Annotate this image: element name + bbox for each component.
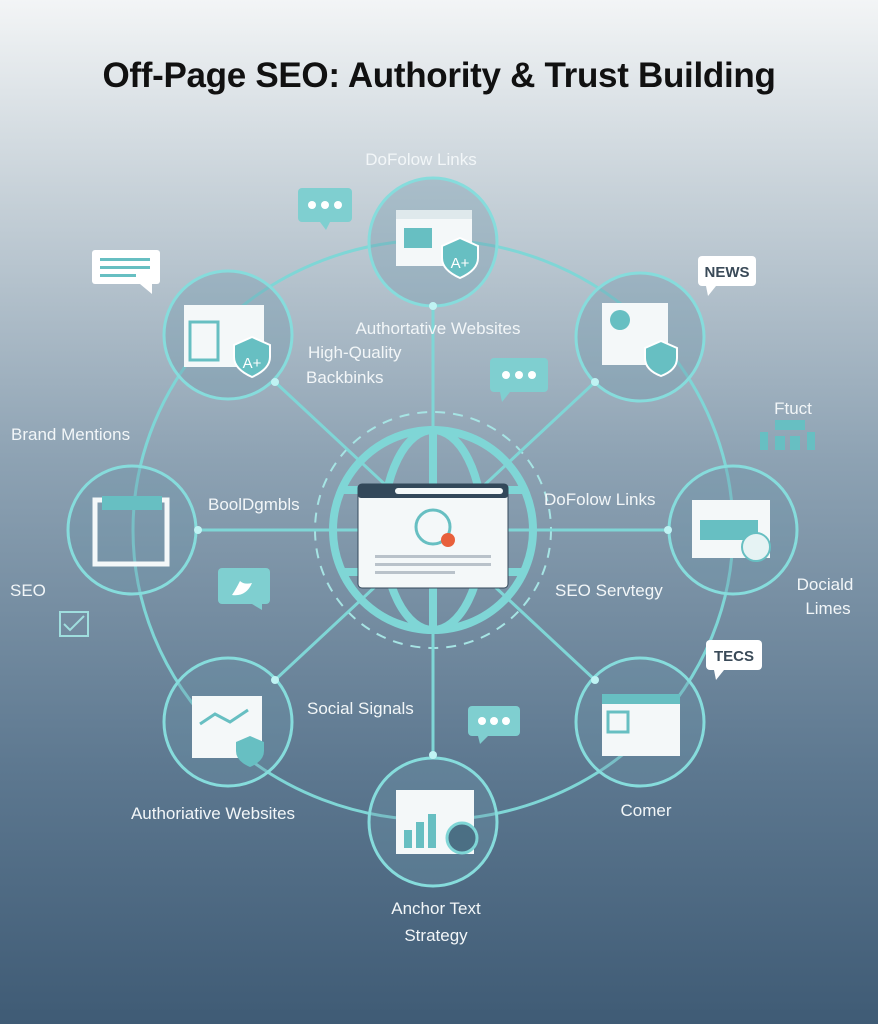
label-seo: SEO (10, 581, 46, 600)
svg-text:TECS: TECS (714, 648, 754, 665)
node-bottom[interactable] (367, 756, 499, 888)
label-brand-mentions: Brand Mentions (11, 425, 130, 444)
node-right[interactable] (667, 464, 799, 596)
chat-bubble-icon (490, 358, 548, 402)
alert-icon (441, 533, 455, 547)
line-chart-icon (199, 708, 249, 726)
play-icon (610, 310, 630, 330)
structure-icon (760, 420, 815, 450)
label-social-signals: Social Signals (307, 699, 414, 718)
label-strategy: Strategy (404, 926, 468, 945)
news-badge: NEWS (698, 256, 756, 296)
svg-text:NEWS: NEWS (705, 264, 750, 281)
page-title: Off-Page SEO: Authority & Trust Building (102, 56, 776, 95)
node-top[interactable]: A+ (367, 176, 499, 308)
shield-icon (441, 236, 479, 280)
label-bookmarks: BoolDgmbls (208, 495, 300, 514)
pie-chart-icon (741, 532, 771, 562)
node-bottom-right[interactable] (574, 656, 706, 788)
grade-badge: A+ (451, 255, 470, 272)
node-top-left[interactable]: A+ (162, 269, 294, 401)
tools-icon (445, 821, 479, 855)
label-authoritative-websites-bottom: Authoriative Websites (131, 804, 295, 823)
label-comer: Comer (620, 801, 671, 820)
central-browser-window (357, 483, 509, 589)
chat-bubble-icon (298, 188, 352, 230)
label-backlinks: Backbinks (306, 368, 383, 387)
label-seo-strategy: SEO Servtegy (555, 581, 663, 600)
twitter-shield-icon (236, 736, 264, 767)
label-dofollow-links-top: DoFolow Links (365, 150, 477, 169)
chat-bubble-icon (468, 706, 520, 744)
twitter-bubble-icon (218, 568, 270, 610)
globe-icon (414, 508, 452, 546)
label-high-quality: High-Quality (308, 343, 402, 362)
shield-icon (233, 335, 271, 379)
dollar-shield-icon (644, 339, 678, 378)
label-dociald: Dociald (797, 575, 854, 594)
label-limes: Limes (805, 599, 850, 618)
label-dofollow-links-right: DoFolow Links (544, 490, 656, 509)
tecs-badge: TECS (706, 640, 762, 680)
grade-badge: A+ (243, 355, 262, 372)
label-authoritative-websites: Authortative Websites (355, 319, 520, 338)
ring-dots (194, 302, 672, 759)
checklist-icon (59, 611, 89, 637)
label-ftuct: Ftuct (774, 399, 812, 418)
node-top-right[interactable] (574, 271, 706, 403)
node-bottom-left[interactable] (162, 656, 294, 788)
node-left[interactable] (66, 464, 198, 596)
label-anchor-text: Anchor Text (391, 899, 481, 918)
message-icon (92, 250, 160, 294)
